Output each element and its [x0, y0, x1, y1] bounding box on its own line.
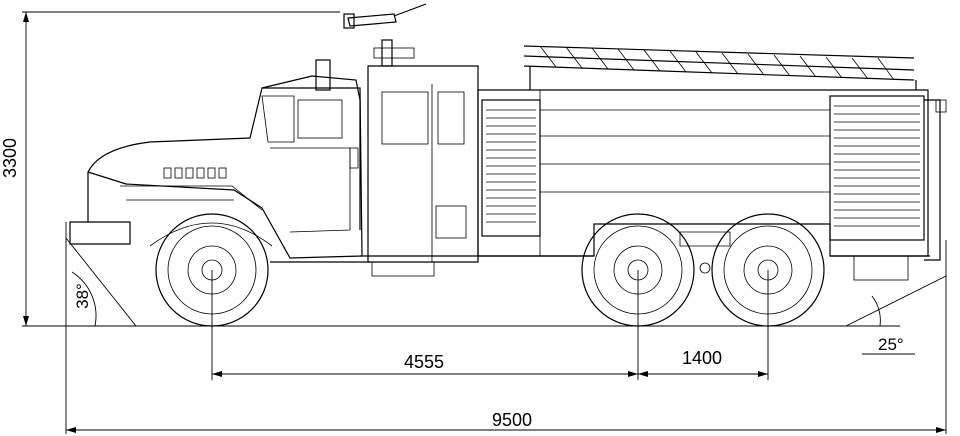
dimension-lines [22, 11, 947, 434]
water-monitor [343, 3, 427, 67]
middle-wheel [581, 213, 695, 327]
height-dimension-label: 3300 [0, 138, 20, 178]
departure-angle-label: 25° [878, 335, 904, 354]
approach-angle-label: 38° [73, 283, 92, 309]
roof-ladder [523, 45, 917, 90]
wheelbase-front-label: 4555 [404, 352, 444, 372]
shutter-right [829, 95, 925, 241]
grille [163, 167, 227, 179]
overall-length-label: 9500 [492, 410, 532, 430]
front-wheel [149, 213, 273, 327]
truck-outline [69, 3, 947, 281]
rear-wheel [711, 213, 825, 327]
wheelbase-rear-label: 1400 [682, 348, 722, 368]
shutter-left [481, 99, 541, 237]
